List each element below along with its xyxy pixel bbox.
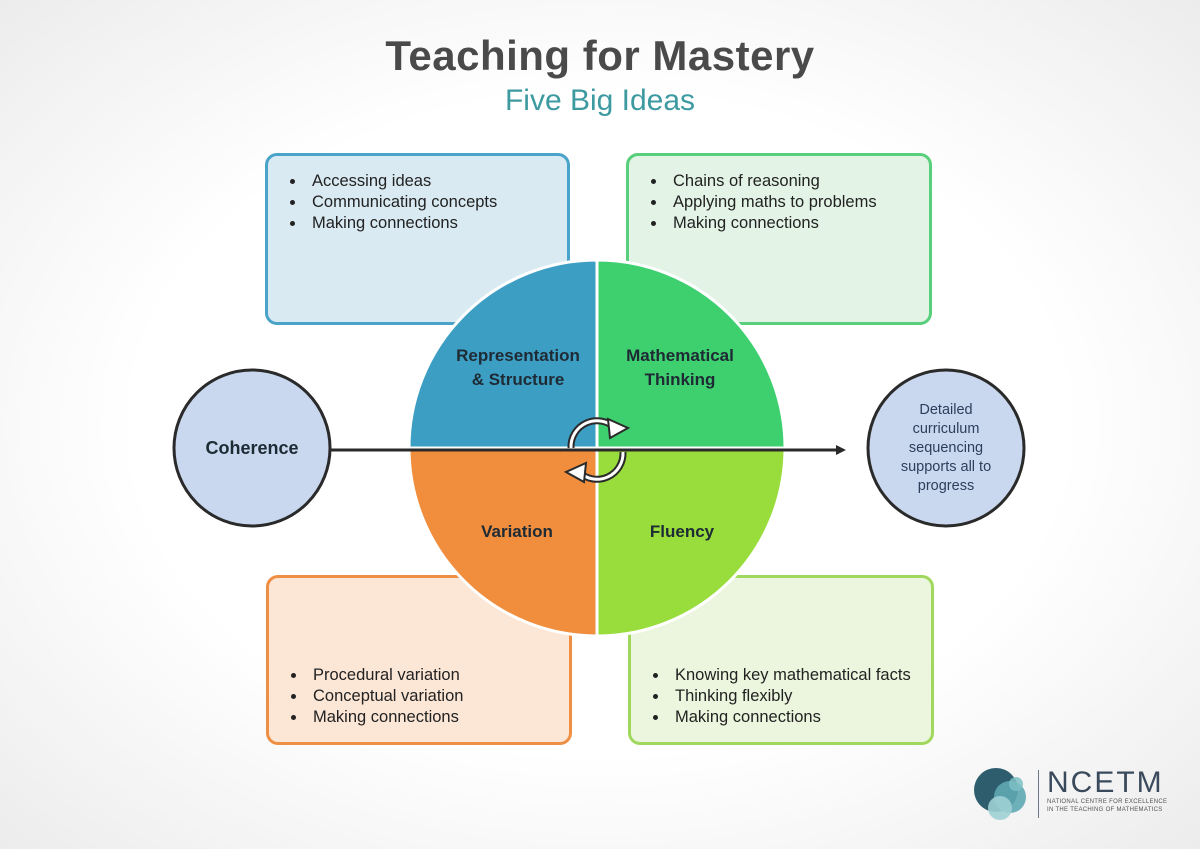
list-item: Making connections: [667, 213, 929, 234]
coherence-label: Coherence: [205, 438, 298, 458]
variation-quadrant: [407, 446, 599, 638]
list-item: Knowing key mathematical facts: [669, 665, 911, 686]
list-item: Making connections: [307, 707, 463, 728]
outcome-circle: [866, 368, 1026, 528]
coherence-circle: [172, 368, 332, 528]
list-item: Applying maths to problems: [667, 192, 929, 213]
cycle-arrows-icon: [563, 417, 631, 484]
variation-label: Variation: [481, 522, 553, 541]
mathematical-thinking-quadrant: [595, 258, 787, 450]
representation-label-line2: & Structure: [472, 370, 565, 389]
list-item: Accessing ideas: [306, 171, 567, 192]
mathematical-thinking-label-line1: Mathematical: [626, 346, 734, 365]
page-title: Teaching for Mastery: [385, 32, 815, 79]
outcome-line: curriculum: [913, 421, 980, 437]
list-item: Making connections: [669, 707, 911, 728]
logo-tagline-line2: in the Teaching of Mathematics: [1047, 807, 1163, 813]
list-item: Thinking flexibly: [669, 686, 911, 707]
outcome-line: sequencing: [909, 440, 983, 456]
list-item: Chains of reasoning: [667, 171, 929, 192]
page-subtitle: Five Big Ideas: [504, 84, 696, 117]
list-item: Making connections: [306, 213, 567, 234]
fluency-quadrant: [595, 446, 787, 638]
ncetm-logo-mark: [974, 768, 1026, 820]
logo-divider: [1038, 770, 1039, 818]
list-item: Procedural variation: [307, 665, 463, 686]
ncetm-logo: NCETM National Centre for Excellence in …: [1047, 768, 1167, 814]
mathematical-thinking-box: Chains of reasoning Applying maths to pr…: [626, 153, 932, 325]
logo-name: NCETM: [1047, 766, 1164, 799]
fluency-label: Fluency: [650, 522, 715, 541]
list-item: Conceptual variation: [307, 686, 463, 707]
logo-tagline-line1: National Centre for Excellence: [1047, 799, 1168, 805]
representation-quadrant: [407, 258, 599, 450]
list-item: Communicating concepts: [306, 192, 567, 213]
representation-label-line1: Representation: [456, 346, 580, 365]
outcome-line: Detailed: [919, 402, 972, 418]
outcome-line: progress: [918, 478, 974, 494]
mathematical-thinking-label-line2: Thinking: [645, 370, 716, 389]
outcome-line: supports all to: [901, 459, 991, 475]
